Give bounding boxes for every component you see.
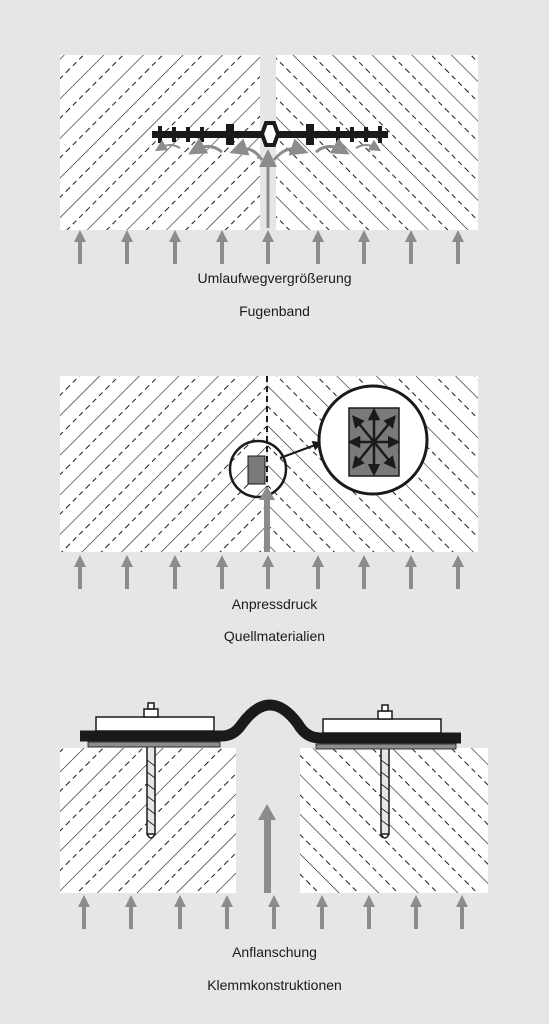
magnifier-circle-icon bbox=[317, 384, 429, 496]
waterstop-band bbox=[152, 121, 388, 147]
water-pressure-arrow-icon bbox=[405, 555, 417, 589]
anchor-icon bbox=[380, 745, 390, 839]
water-pressure-arrow-icon bbox=[216, 230, 228, 264]
panel-quellmaterialien bbox=[60, 376, 478, 589]
clamp-plate-right bbox=[322, 718, 442, 734]
water-pressure-arrow-icon bbox=[363, 895, 375, 929]
water-pressure-arrows bbox=[74, 230, 464, 264]
water-pressure-arrow-icon bbox=[74, 230, 86, 264]
water-pressure-arrow-icon bbox=[410, 895, 422, 929]
swelling-strip bbox=[247, 455, 266, 485]
water-path-arrows bbox=[154, 137, 382, 228]
panel-klemmkonstruktionen bbox=[60, 699, 488, 929]
caption-effect-2: Anpressdruck bbox=[231, 596, 318, 612]
water-pressure-arrow-icon bbox=[312, 555, 324, 589]
water-pressure-arrow-icon bbox=[262, 230, 274, 264]
caption-method-2: Quellmaterialien bbox=[223, 628, 326, 644]
water-pressure-arrow-icon bbox=[358, 230, 370, 264]
water-pressure-arrow-icon bbox=[121, 555, 133, 589]
water-pressure-arrow-icon bbox=[221, 895, 233, 929]
caption-effect-1: Umlaufwegvergrößerung bbox=[197, 270, 352, 286]
water-pressure-arrow-icon bbox=[262, 555, 274, 589]
center-bulb bbox=[259, 121, 281, 147]
sealing-membrane bbox=[80, 699, 461, 744]
bolt-icon bbox=[143, 702, 159, 718]
water-pressure-arrow-icon bbox=[78, 895, 90, 929]
water-pressure-arrow-icon bbox=[74, 555, 86, 589]
panel-fugenband bbox=[60, 55, 478, 264]
water-pressure-arrow-icon bbox=[452, 230, 464, 264]
water-pressure-arrow-icon bbox=[456, 895, 468, 929]
water-pressure-arrows bbox=[78, 895, 468, 929]
water-pressure-arrow-icon bbox=[121, 230, 133, 264]
detail-circle-small bbox=[228, 439, 288, 499]
clamp-plate-left bbox=[95, 716, 215, 732]
caption-method-1: Fugenband bbox=[239, 303, 310, 319]
water-pressure-arrow-icon bbox=[358, 555, 370, 589]
water-pressure-arrow-icon bbox=[316, 895, 328, 929]
caption-method-3: Klemmkonstruktionen bbox=[207, 977, 342, 993]
water-pressure-arrow-icon bbox=[169, 230, 181, 264]
water-pressure-arrow-icon bbox=[268, 895, 280, 929]
water-pressure-arrow-icon bbox=[216, 555, 228, 589]
anchor-icon bbox=[146, 745, 156, 839]
bolt-icon bbox=[377, 704, 393, 720]
caption-effect-3: Anflanschung bbox=[232, 944, 317, 960]
water-pressure-arrow-icon bbox=[452, 555, 464, 589]
water-pressure-arrow-icon bbox=[174, 895, 186, 929]
water-pressure-arrow-icon bbox=[312, 230, 324, 264]
water-pressure-arrows bbox=[74, 555, 464, 589]
water-pressure-arrow-icon bbox=[169, 555, 181, 589]
water-pressure-arrow-icon bbox=[405, 230, 417, 264]
water-pressure-arrow-icon bbox=[125, 895, 137, 929]
